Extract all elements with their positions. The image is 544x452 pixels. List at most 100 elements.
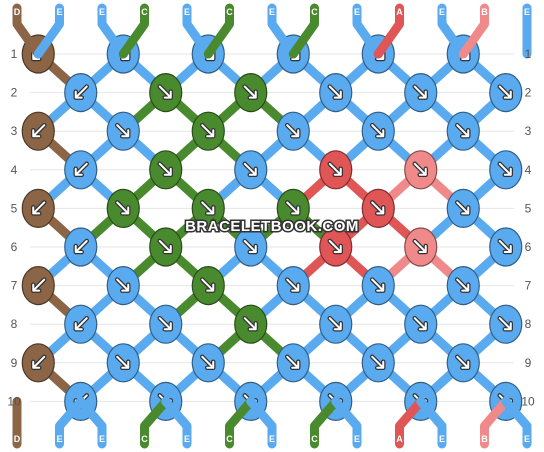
row-number-left: 1 [11, 47, 18, 61]
arrow-sw-icon [497, 238, 513, 255]
arrow-se-icon [31, 277, 47, 293]
arrow-sw-icon [157, 238, 173, 255]
top-string-label: E [439, 7, 445, 17]
knot [446, 188, 480, 228]
bottom-string-label: D [14, 434, 21, 444]
knot [276, 111, 310, 151]
bottom-string-label: C [141, 434, 148, 444]
arrow-sw-icon [412, 238, 428, 255]
bottom-string-end: E [416, 396, 447, 449]
arrow-sw-icon [242, 315, 258, 332]
row-number-left: 8 [11, 317, 18, 331]
top-string-end: B [458, 3, 489, 59]
row-number-right: 6 [525, 240, 532, 254]
knot [106, 111, 140, 151]
arrow-sw-icon [200, 354, 216, 371]
arrow-sw-icon [455, 200, 471, 216]
knot [319, 304, 353, 344]
arrow-sw-icon [200, 200, 216, 216]
arrow-sw-icon [285, 122, 301, 139]
row-number-left: 4 [11, 163, 18, 177]
arrow-sw-icon [497, 315, 513, 332]
arrow-se-icon [73, 84, 89, 100]
row-number-left: 7 [11, 279, 18, 293]
arrow-se-icon [31, 200, 47, 216]
arrow-sw-icon [455, 122, 471, 139]
knot [276, 266, 310, 306]
knot [106, 188, 140, 228]
top-string-label: C [311, 7, 318, 17]
knot [191, 111, 225, 151]
top-string-end: E [437, 3, 468, 59]
top-string-label: A [396, 7, 403, 17]
top-string-label: D [14, 7, 21, 17]
bottom-string-label: E [184, 434, 190, 444]
arrow-sw-icon [115, 122, 131, 139]
arrow-sw-icon [200, 277, 216, 293]
arrow-se-icon [73, 315, 89, 332]
row-number-left: 9 [11, 356, 18, 370]
top-string-end: E [352, 3, 383, 59]
arrow-se-icon [73, 238, 89, 255]
knot [21, 188, 55, 228]
bottom-string-label: C [311, 434, 318, 444]
arrow-sw-icon [370, 200, 386, 216]
top-string-label: B [481, 7, 488, 17]
top-string-end: E [267, 3, 298, 59]
arrow-sw-icon [285, 200, 301, 216]
top-string-label: E [354, 7, 360, 17]
arrow-se-icon [31, 122, 47, 139]
top-string-end: C [118, 3, 149, 59]
arrow-sw-icon [412, 161, 428, 178]
bottom-string-end: E [501, 396, 532, 449]
knot [489, 150, 523, 190]
bottom-string-label: E [99, 434, 105, 444]
top-string-label: C [226, 7, 233, 17]
knot [106, 266, 140, 306]
bottom-string-end: C [225, 396, 256, 449]
knot [361, 188, 395, 228]
knot [64, 227, 98, 267]
knot [319, 150, 353, 190]
knot [21, 111, 55, 151]
knot [446, 266, 480, 306]
row-number-right: 7 [525, 279, 532, 293]
knot [64, 150, 98, 190]
bottom-string-end: E [246, 396, 277, 449]
bottom-string-end: D [12, 396, 22, 449]
arrow-sw-icon [242, 238, 258, 255]
arrow-sw-icon [115, 200, 131, 216]
row-number-right: 8 [525, 317, 532, 331]
arrow-se-icon [73, 161, 89, 178]
arrow-sw-icon [115, 277, 131, 293]
knot [489, 304, 523, 344]
site-watermark: BRACELETBOOK.COM [185, 218, 359, 235]
knot [319, 227, 353, 267]
knot [149, 72, 183, 113]
row-number-left: 6 [11, 240, 18, 254]
arrow-sw-icon [412, 315, 428, 332]
arrow-sw-icon [370, 354, 386, 371]
row-number-right: 5 [525, 201, 532, 215]
arrow-sw-icon [157, 315, 173, 332]
knot [404, 150, 438, 190]
row-number-right: 4 [525, 163, 532, 177]
knot [149, 304, 183, 344]
bottom-string-label: E [269, 434, 275, 444]
knot [446, 111, 480, 151]
arrow-sw-icon [327, 161, 343, 178]
row-number-left: 3 [11, 124, 18, 138]
row-number-right: 1 [525, 47, 532, 61]
bottom-string-end: C [310, 396, 341, 449]
top-string-label: E [56, 7, 62, 17]
knot [191, 343, 225, 383]
arrow-sw-icon [242, 161, 258, 178]
arrow-sw-icon [497, 84, 513, 100]
arrow-sw-icon [115, 354, 131, 371]
arrow-sw-icon [327, 238, 343, 255]
top-string-label: E [184, 7, 190, 17]
knot [149, 150, 183, 190]
bottom-string-end: E [76, 396, 107, 449]
top-string-end: C [288, 3, 319, 59]
